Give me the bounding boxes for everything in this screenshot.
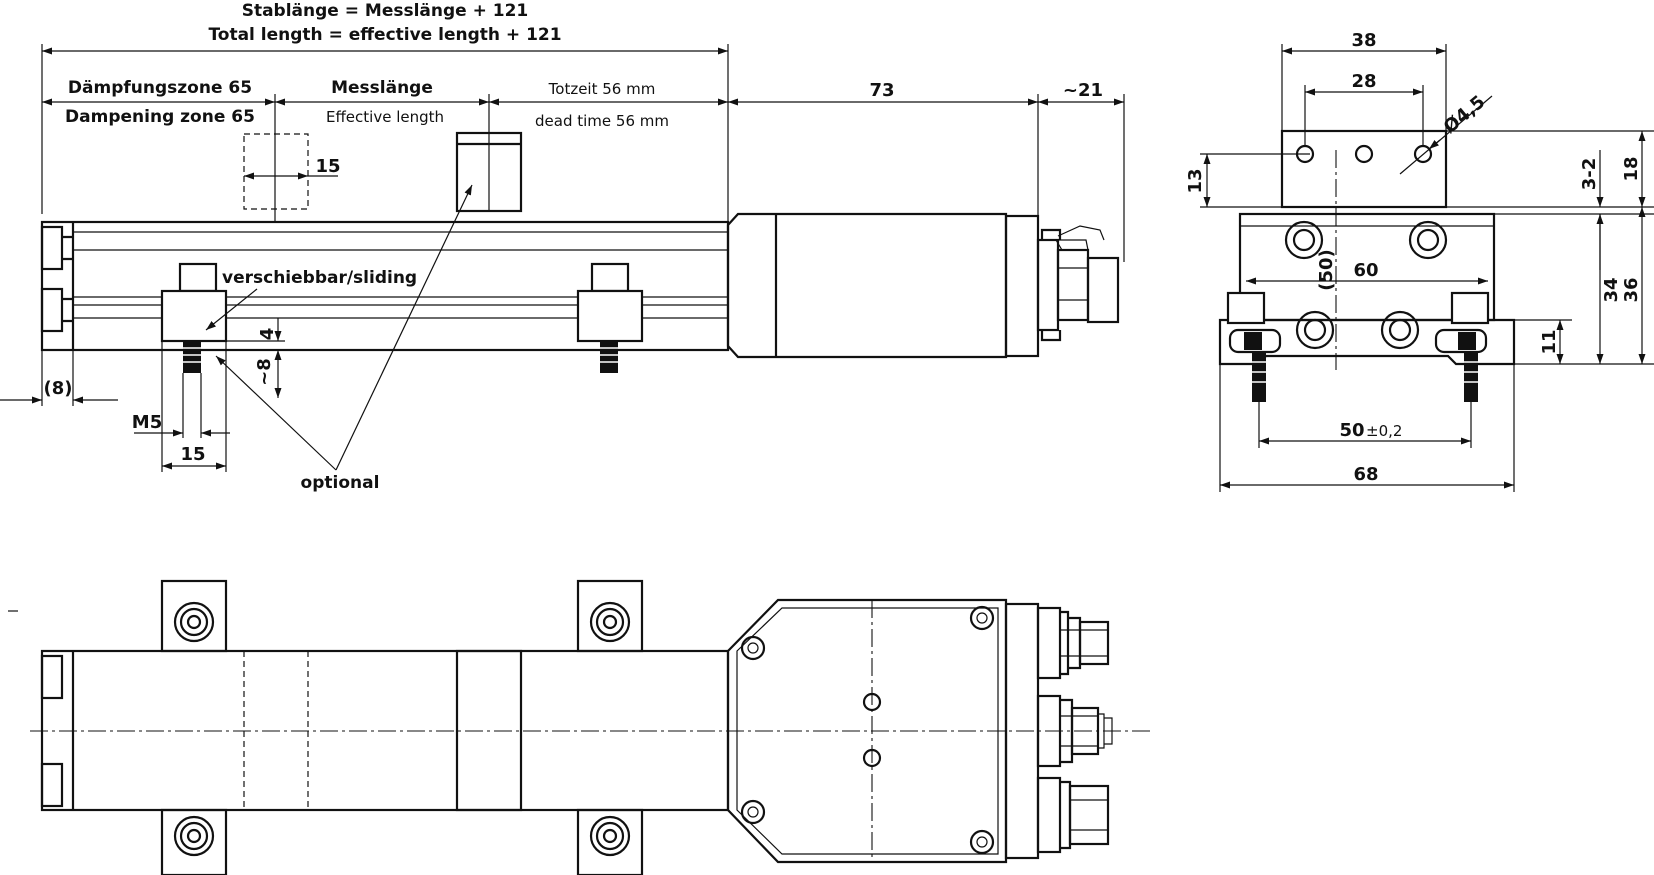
m5-dimension: M5	[132, 373, 230, 438]
dim-8-paren-label: (8)	[44, 378, 73, 399]
optional-magnet	[455, 131, 523, 213]
carriage-width-dimension: 15	[161, 341, 227, 472]
dim-68-label: 68	[1353, 464, 1378, 485]
foot-height-dimension: 11	[1514, 319, 1572, 364]
dim-50-paren-label: (50)	[1316, 249, 1337, 291]
mount-clamp-top-left	[160, 579, 228, 653]
dim-21-label: ~21	[1063, 80, 1103, 101]
sliding-label: verschiebbar/sliding	[222, 268, 417, 288]
dim-8-label: ~8	[254, 358, 275, 386]
total-length-en-label: Total length = effective length + 121	[208, 25, 561, 45]
dim-60-label: 60	[1353, 260, 1378, 281]
dim-36-label: 36	[1621, 277, 1642, 302]
screw-spacing-dimension: 50 ±0,2	[1258, 402, 1472, 448]
electronics-housing-side	[726, 212, 1120, 359]
dim-13-label: 13	[1185, 168, 1206, 193]
m5-label: M5	[132, 412, 162, 433]
dim-34-label: 34	[1601, 277, 1622, 302]
profile-cross-section	[1218, 150, 1516, 402]
total-length-dimension	[41, 44, 729, 240]
dim-18-label: 18	[1621, 156, 1642, 181]
connector-2	[1036, 694, 1113, 768]
damping-zone-en-label: Dampening zone 65	[65, 107, 255, 127]
electronics-length-dimension: 73 ~21	[728, 80, 1125, 262]
sliding-carriage-left	[160, 262, 228, 373]
overall-width-dimension: 68	[1219, 364, 1515, 492]
sliding-carriage-right	[576, 262, 644, 373]
plate-width-dimensions: 38 28	[1281, 30, 1447, 146]
dim-15-top-label: 15	[315, 156, 340, 177]
mount-clamp-bottom-right	[576, 808, 644, 875]
connector-1	[1036, 606, 1110, 680]
zone-dimension	[42, 94, 728, 222]
mounting-plate	[1280, 129, 1448, 209]
dead-time-de-label: Totzeit 56 mm	[548, 80, 656, 98]
mount-clamp-bottom-left	[160, 808, 228, 875]
dim-28-label: 28	[1351, 71, 1376, 92]
dim-50-label: 50	[1339, 420, 1364, 441]
dim-38-label: 38	[1351, 30, 1376, 51]
dim-50-tolerance-label: ±0,2	[1366, 422, 1402, 440]
dim-4-label: 4	[257, 328, 278, 341]
dead-time-en-label: dead time 56 mm	[535, 112, 669, 130]
magnet-position-dashed: 15	[243, 133, 341, 210]
mount-clamp-top-right	[576, 579, 644, 653]
total-length-de-label: Stablänge = Messlänge + 121	[242, 1, 529, 21]
damping-zone-de-label: Dämpfungszone 65	[68, 78, 252, 98]
dim-3-2-label: 3-2	[1579, 158, 1600, 191]
plate-height-dimension: 13	[1185, 153, 1310, 208]
connector-3	[1036, 776, 1110, 854]
effective-length-de-label: Messlänge	[331, 78, 433, 98]
dim-73-label: 73	[869, 80, 894, 101]
carriage-vertical-dimensions: 4 ~8	[226, 318, 285, 398]
dim-15-bottom-label: 15	[180, 444, 205, 465]
inner-width-dimension: 60	[1246, 260, 1488, 285]
top-view	[8, 579, 1150, 875]
effective-length-en-label: Effective length	[326, 108, 444, 126]
optional-label: optional	[301, 473, 380, 493]
end-offset-dimension: (8)	[0, 350, 118, 406]
side-view: Stablänge = Messlänge + 121 Total length…	[0, 1, 1125, 493]
dim-11-label: 11	[1539, 329, 1560, 354]
end-view: 38 28 Ø4,5 13 18	[1185, 30, 1654, 492]
right-vertical-dimensions: 18 3-2 34 36	[1446, 130, 1654, 365]
electronics-housing-top	[726, 598, 1040, 864]
